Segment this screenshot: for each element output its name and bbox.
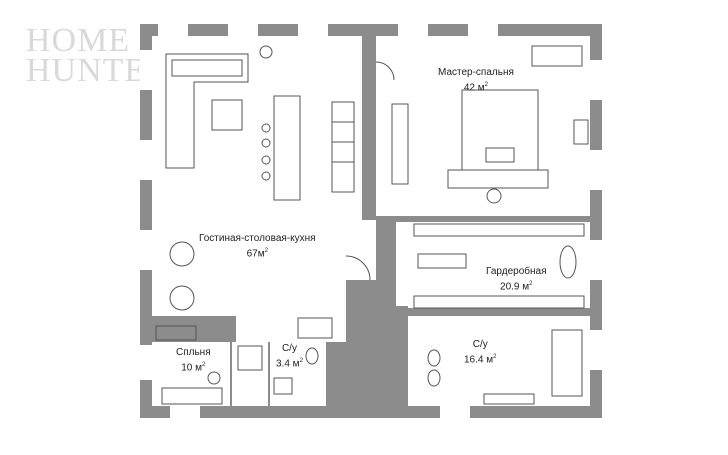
window xyxy=(140,345,152,380)
window xyxy=(590,60,602,100)
window xyxy=(398,24,428,36)
window xyxy=(228,24,258,36)
small-bath-floor xyxy=(270,342,326,406)
bedroom-floor xyxy=(152,342,230,406)
room-label-bath-small: С/у 3.4 м2 xyxy=(276,343,303,370)
window xyxy=(170,406,200,418)
bed xyxy=(161,387,223,405)
hall-floor xyxy=(232,342,268,406)
window xyxy=(590,330,602,370)
pillow xyxy=(485,147,515,163)
room-label-living: Гостиная-столовая-кухня 67м2 xyxy=(199,233,316,260)
room-label-master-bedroom: Мастер-спальня 42 м2 xyxy=(438,67,514,94)
bidet xyxy=(427,369,441,387)
sofa-cushion xyxy=(171,59,243,77)
wardrobe-rail xyxy=(413,223,585,237)
window xyxy=(440,406,470,418)
large-bath-floor xyxy=(408,316,590,406)
wardrobe-door-gap xyxy=(396,222,410,306)
closet xyxy=(297,317,333,339)
wall xyxy=(362,36,376,220)
kitchen-counter xyxy=(331,101,355,193)
kitchen-island xyxy=(273,95,301,201)
dresser xyxy=(531,45,583,67)
door-swing xyxy=(375,61,395,81)
window xyxy=(590,150,602,190)
logo-line-1: HOME xyxy=(26,22,131,59)
toilet xyxy=(305,347,319,365)
window xyxy=(140,230,152,270)
bar-stool xyxy=(261,171,271,181)
wall xyxy=(346,280,396,418)
door-swing xyxy=(345,255,371,281)
chair xyxy=(486,188,502,204)
sofa xyxy=(165,53,249,169)
wall xyxy=(152,316,236,326)
passage-floor xyxy=(346,220,376,280)
window xyxy=(140,50,152,90)
window xyxy=(158,24,188,36)
wardrobe-island xyxy=(417,253,467,269)
closet xyxy=(391,103,409,185)
window xyxy=(298,24,328,36)
room-label-wardrobe: Гардеробная 20.9 м2 xyxy=(486,266,547,293)
toilet xyxy=(427,349,441,367)
closet xyxy=(155,325,197,341)
room-label-bedroom: Спльня 10 м2 xyxy=(176,347,211,374)
window xyxy=(140,140,152,180)
bench xyxy=(447,169,549,189)
bar-stool xyxy=(261,155,271,165)
shower xyxy=(237,345,263,371)
chair xyxy=(169,241,195,267)
wardrobe-rail xyxy=(413,295,585,309)
vanity xyxy=(483,393,535,405)
bar-stool xyxy=(261,138,271,148)
window xyxy=(468,24,498,36)
armchair-square xyxy=(211,99,243,131)
living-floor xyxy=(152,36,362,316)
ottoman xyxy=(559,245,577,279)
side-table xyxy=(573,119,589,145)
chair xyxy=(207,371,221,385)
sink xyxy=(273,377,293,395)
bar-stool xyxy=(261,123,271,133)
bathtub xyxy=(551,329,583,397)
room-label-bath-large: С/у 16.4 м2 xyxy=(464,339,497,366)
lamp xyxy=(259,45,273,59)
window xyxy=(590,240,602,280)
chair xyxy=(169,285,195,311)
